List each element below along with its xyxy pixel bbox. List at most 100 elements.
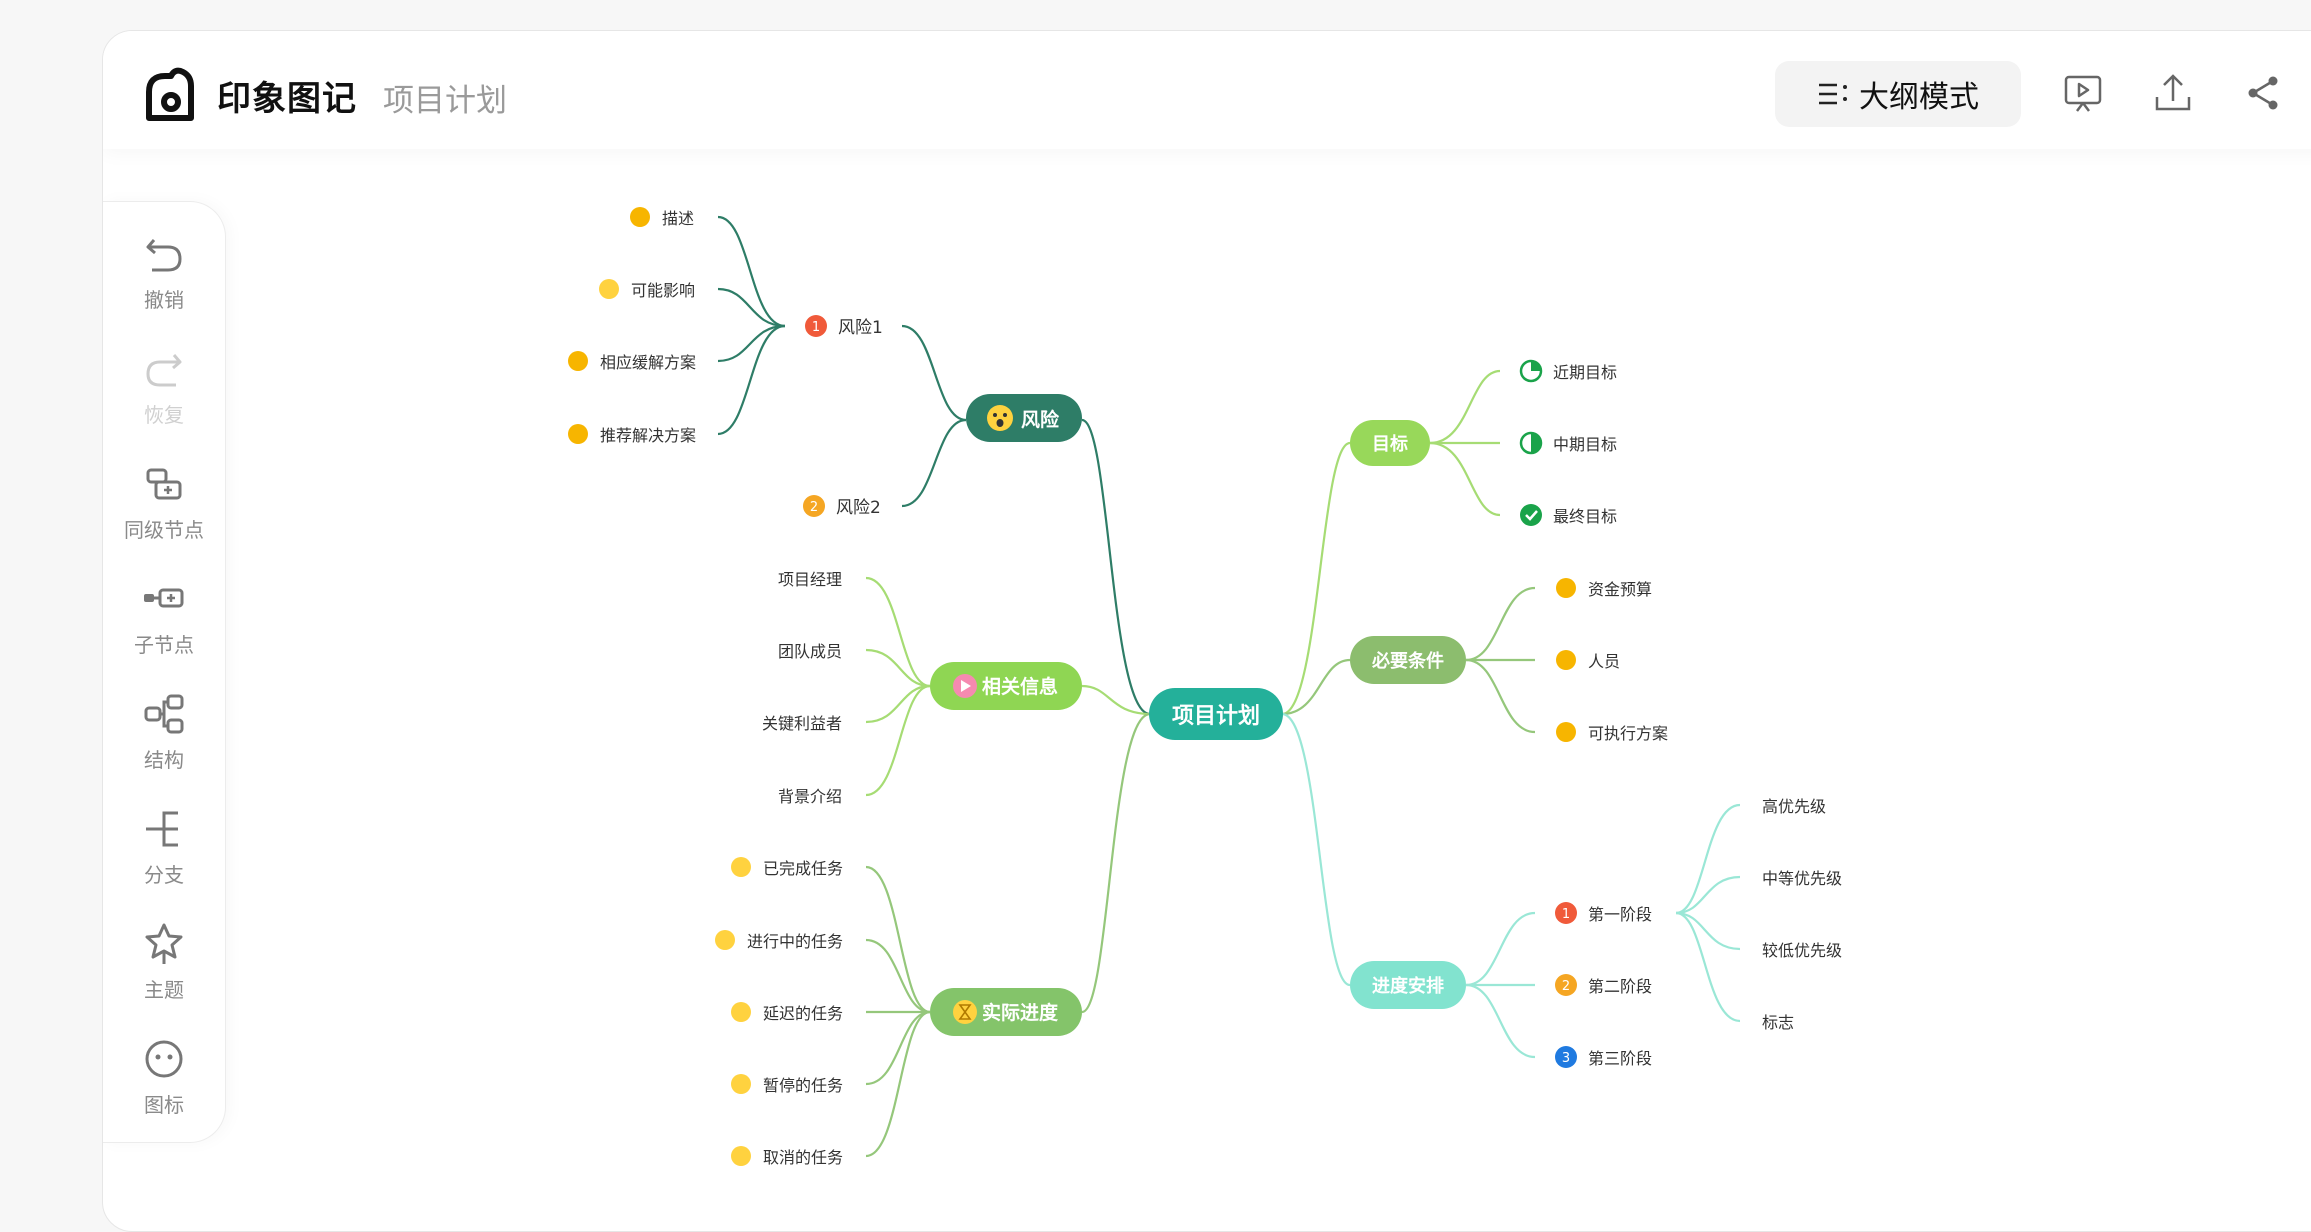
schedule-phase-2[interactable]: 2 第二阶段 [1555, 974, 1652, 996]
structure-button[interactable]: 结构 [103, 692, 225, 773]
risk1-child-mitigation[interactable]: 相应缓解方案 [568, 351, 696, 372]
node-label: 近期目标 [1553, 363, 1617, 382]
tool-label: 结构 [144, 748, 184, 772]
phase1-child-milestone[interactable]: 标志 [1762, 1013, 1794, 1032]
info-child-project-manager[interactable]: 项目经理 [778, 570, 842, 589]
req-child-staff[interactable]: 人员 [1556, 650, 1620, 671]
emoji-icon [145, 1040, 183, 1078]
toolbar-sidebar: 撤销 恢复 同级节点 子节点 结构 分支 主题 图标 [103, 201, 226, 1143]
node-label: 风险2 [836, 498, 881, 518]
progress-child-in-progress[interactable]: 进行中的任务 [715, 930, 843, 951]
req-child-plan[interactable]: 可执行方案 [1556, 722, 1668, 743]
branch-label: 实际进度 [982, 1001, 1059, 1024]
outline-mode-button[interactable]: 大纲模式 [1775, 61, 2021, 127]
progress-child-cancelled[interactable]: 取消的任务 [731, 1146, 843, 1167]
tool-label: 同级节点 [124, 518, 204, 542]
priority-badge: 2 [1562, 979, 1570, 994]
risk2-node[interactable]: 2 风险2 [803, 495, 881, 518]
scared-face-icon [987, 405, 1013, 431]
risk1-node[interactable]: 1 风险1 [805, 315, 883, 338]
tool-label: 分支 [144, 863, 184, 887]
node-label: 风险1 [838, 318, 883, 338]
outline-mode-label: 大纲模式 [1859, 80, 1979, 115]
node-label: 暂停的任务 [763, 1076, 843, 1095]
goal-child-final[interactable]: 最终目标 [1520, 504, 1617, 526]
undo-button[interactable]: 撤销 [103, 232, 225, 313]
phase1-child-medium[interactable]: 中等优先级 [1762, 869, 1842, 888]
info-child-background[interactable]: 背景介绍 [778, 787, 842, 806]
branch-label: 进度安排 [1372, 975, 1444, 997]
node-label: 第三阶段 [1588, 1049, 1652, 1068]
document-title[interactable]: 项目计划 [383, 83, 507, 119]
node-label: 资金预算 [1588, 580, 1652, 599]
priority-badge: 2 [810, 500, 818, 515]
app-logo-icon [146, 67, 194, 121]
export-icon[interactable] [2151, 71, 2195, 115]
tool-label: 撤销 [144, 288, 184, 312]
child-node-icon [144, 588, 184, 608]
progress-child-completed[interactable]: 已完成任务 [731, 857, 843, 878]
root-node-label: 项目计划 [1172, 704, 1260, 729]
branch-label: 相关信息 [982, 675, 1058, 698]
node-label: 描述 [662, 209, 694, 228]
child-node-button[interactable]: 子节点 [103, 577, 225, 658]
sibling-node-button[interactable]: 同级节点 [103, 462, 225, 543]
tool-label: 子节点 [134, 633, 194, 657]
node-label: 人员 [1588, 652, 1620, 671]
app-window: 印象图记 项目计划 大纲模式 撤销 [102, 30, 2311, 1232]
branch-node-progress[interactable]: 实际进度 [930, 988, 1082, 1036]
flag-icon [961, 680, 971, 692]
branch-button[interactable]: 分支 [103, 807, 225, 888]
node-label: 最终目标 [1553, 507, 1617, 526]
branch-node-schedule[interactable]: 进度安排 [1350, 961, 1466, 1009]
priority-badge: 1 [1562, 907, 1570, 922]
risk1-child-solution[interactable]: 推荐解决方案 [568, 424, 696, 445]
progress-child-delayed[interactable]: 延迟的任务 [731, 1002, 843, 1023]
info-child-stakeholders[interactable]: 关键利益者 [762, 714, 842, 733]
mind-map-canvas[interactable]: 项目计划 风险 1 风险1 2 风险2 描述 可能影响 相应缓解方案 推荐解决方… [0, 0, 2311, 1171]
node-label: 推荐解决方案 [600, 426, 696, 445]
node-label: 已完成任务 [763, 859, 843, 878]
priority-badge: 3 [1562, 1051, 1570, 1066]
priority-badge: 1 [812, 320, 820, 335]
present-icon[interactable] [2061, 71, 2105, 115]
branch-node-info[interactable]: 相关信息 [930, 662, 1082, 710]
node-label: 可执行方案 [1588, 724, 1668, 743]
node-label: 第一阶段 [1588, 905, 1652, 924]
connector-lines [717, 215, 1741, 1158]
branch-label: 目标 [1372, 433, 1408, 455]
risk1-child-impact[interactable]: 可能影响 [599, 279, 695, 300]
node-label: 第二阶段 [1588, 977, 1652, 996]
branch-node-risk[interactable]: 风险 [966, 394, 1082, 442]
node-label: 相应缓解方案 [600, 353, 696, 372]
branch-node-requirements[interactable]: 必要条件 [1350, 636, 1466, 684]
risk1-child-description[interactable]: 描述 [630, 207, 694, 228]
branch-label: 必要条件 [1371, 650, 1444, 672]
phase1-child-high[interactable]: 高优先级 [1762, 797, 1826, 816]
theme-button[interactable]: 主题 [103, 922, 225, 1003]
brand-name: 印象图记 [217, 79, 357, 119]
emoji-button[interactable]: 图标 [103, 1037, 225, 1118]
branch-node-goal[interactable]: 目标 [1350, 420, 1430, 466]
structure-icon [144, 694, 184, 734]
schedule-phase-1[interactable]: 1 第一阶段 [1555, 902, 1652, 924]
tool-label: 主题 [144, 978, 184, 1002]
root-node[interactable]: 项目计划 [1149, 688, 1283, 740]
branch-icon [146, 811, 178, 847]
info-child-team-members[interactable]: 团队成员 [778, 642, 842, 661]
node-label: 可能影响 [631, 281, 695, 300]
schedule-phase-3[interactable]: 3 第三阶段 [1555, 1046, 1652, 1068]
sibling-node-icon [146, 468, 182, 500]
outline-list-icon [1819, 83, 1847, 105]
node-label: 延迟的任务 [763, 1004, 843, 1023]
progress-child-paused[interactable]: 暂停的任务 [731, 1074, 843, 1095]
redo-button[interactable]: 恢复 [103, 347, 225, 428]
goal-child-short-term[interactable]: 近期目标 [1519, 359, 1617, 383]
goal-child-mid-term[interactable]: 中期目标 [1519, 431, 1617, 455]
undo-icon [146, 239, 182, 272]
share-icon[interactable] [2241, 71, 2285, 115]
header-bar: 印象图记 项目计划 大纲模式 [103, 31, 2311, 149]
phase1-child-low[interactable]: 较低优先级 [1762, 941, 1842, 960]
req-child-budget[interactable]: 资金预算 [1556, 578, 1652, 599]
redo-icon [146, 354, 182, 387]
